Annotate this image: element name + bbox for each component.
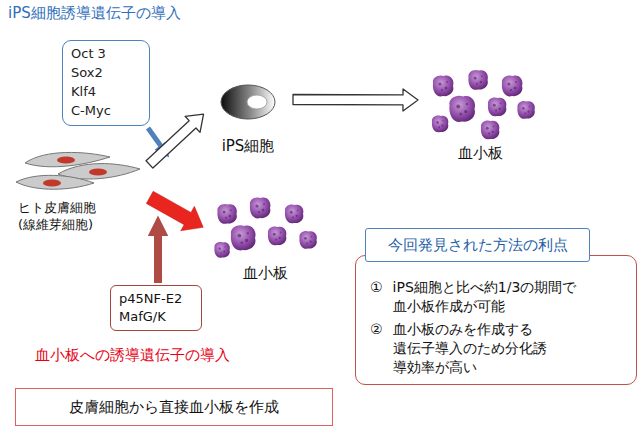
- ips-cell-figure: iPS細胞: [205, 80, 291, 158]
- process-arrow: [146, 114, 203, 168]
- platelet: [268, 226, 287, 245]
- platelet: [502, 75, 523, 96]
- node-text: 皮膚細胞から直接血小板を作成: [69, 398, 279, 417]
- node-text: iPS細胞と比べ約1/3の期間で 血小板作成が可能: [393, 278, 579, 316]
- node-text: iPS細胞: [222, 137, 275, 156]
- node-text: Sox2: [71, 64, 141, 83]
- platelet: [488, 97, 507, 116]
- node-text: ①: [370, 278, 383, 316]
- node-text: 血小板のみを作成する 遺伝子導入のため分化誘 導効率が高い: [393, 320, 549, 377]
- platelet: [433, 75, 454, 96]
- annotation-label: 血小板への誘導遺伝子の導入: [35, 346, 230, 365]
- pointer-arrow: [154, 230, 162, 283]
- node-text: ②: [370, 320, 383, 377]
- direct-arrow: [146, 191, 203, 230]
- gene-list-box: p45NF-E2 MafG/K: [110, 285, 202, 331]
- header-box: 今回発見された方法の利点: [365, 228, 590, 262]
- cell-nucleus: [57, 156, 75, 163]
- node-text: C-Myc: [71, 102, 141, 121]
- node-text: p45NF-E2 MafG/K: [119, 290, 185, 325]
- summary-box: 皮膚細胞から直接血小板を作成: [15, 388, 333, 426]
- node-text: 今回発見された方法の利点: [388, 236, 568, 255]
- platelet: [214, 242, 229, 258]
- platelet-figure: 血小板: [205, 195, 325, 285]
- cell-nucleus: [43, 179, 61, 186]
- platelet: [481, 120, 500, 139]
- ips-cell: [221, 85, 275, 119]
- platelet: [517, 101, 534, 119]
- pointer-arrow: [148, 128, 163, 149]
- advantage-box: ① iPS細胞と比べ約1/3の期間で 血小板作成が可能 ②血小板のみを作成する 遺伝…: [355, 255, 637, 385]
- diagram-title: iPS細胞誘導遺伝子の導入: [8, 4, 181, 23]
- cell-nucleus: [247, 95, 267, 109]
- gene-list-box: Oct 3Sox2Klf4C-Myc: [62, 40, 150, 126]
- node-text: ヒト皮膚細胞 (線維芽細胞): [18, 199, 98, 234]
- process-arrow: [293, 89, 418, 111]
- platelet: [299, 231, 316, 249]
- platelet: [432, 116, 448, 133]
- platelet: [250, 197, 271, 218]
- platelet: [231, 225, 256, 250]
- platelet: [468, 70, 488, 90]
- platelet-figure: 血小板: [420, 65, 540, 165]
- platelet: [285, 204, 304, 223]
- node-text: Oct 3: [71, 45, 141, 64]
- fibroblast-figure: ヒト皮膚細胞 (線維芽細胞): [10, 146, 148, 236]
- platelet: [217, 204, 237, 224]
- fibroblast-cell: [16, 175, 94, 189]
- node-text: 血小板: [458, 144, 503, 163]
- platelet: [449, 96, 475, 122]
- node-text: 血小板: [243, 264, 288, 283]
- cell-nucleus: [89, 168, 107, 175]
- node-text: Klf4: [71, 83, 141, 102]
